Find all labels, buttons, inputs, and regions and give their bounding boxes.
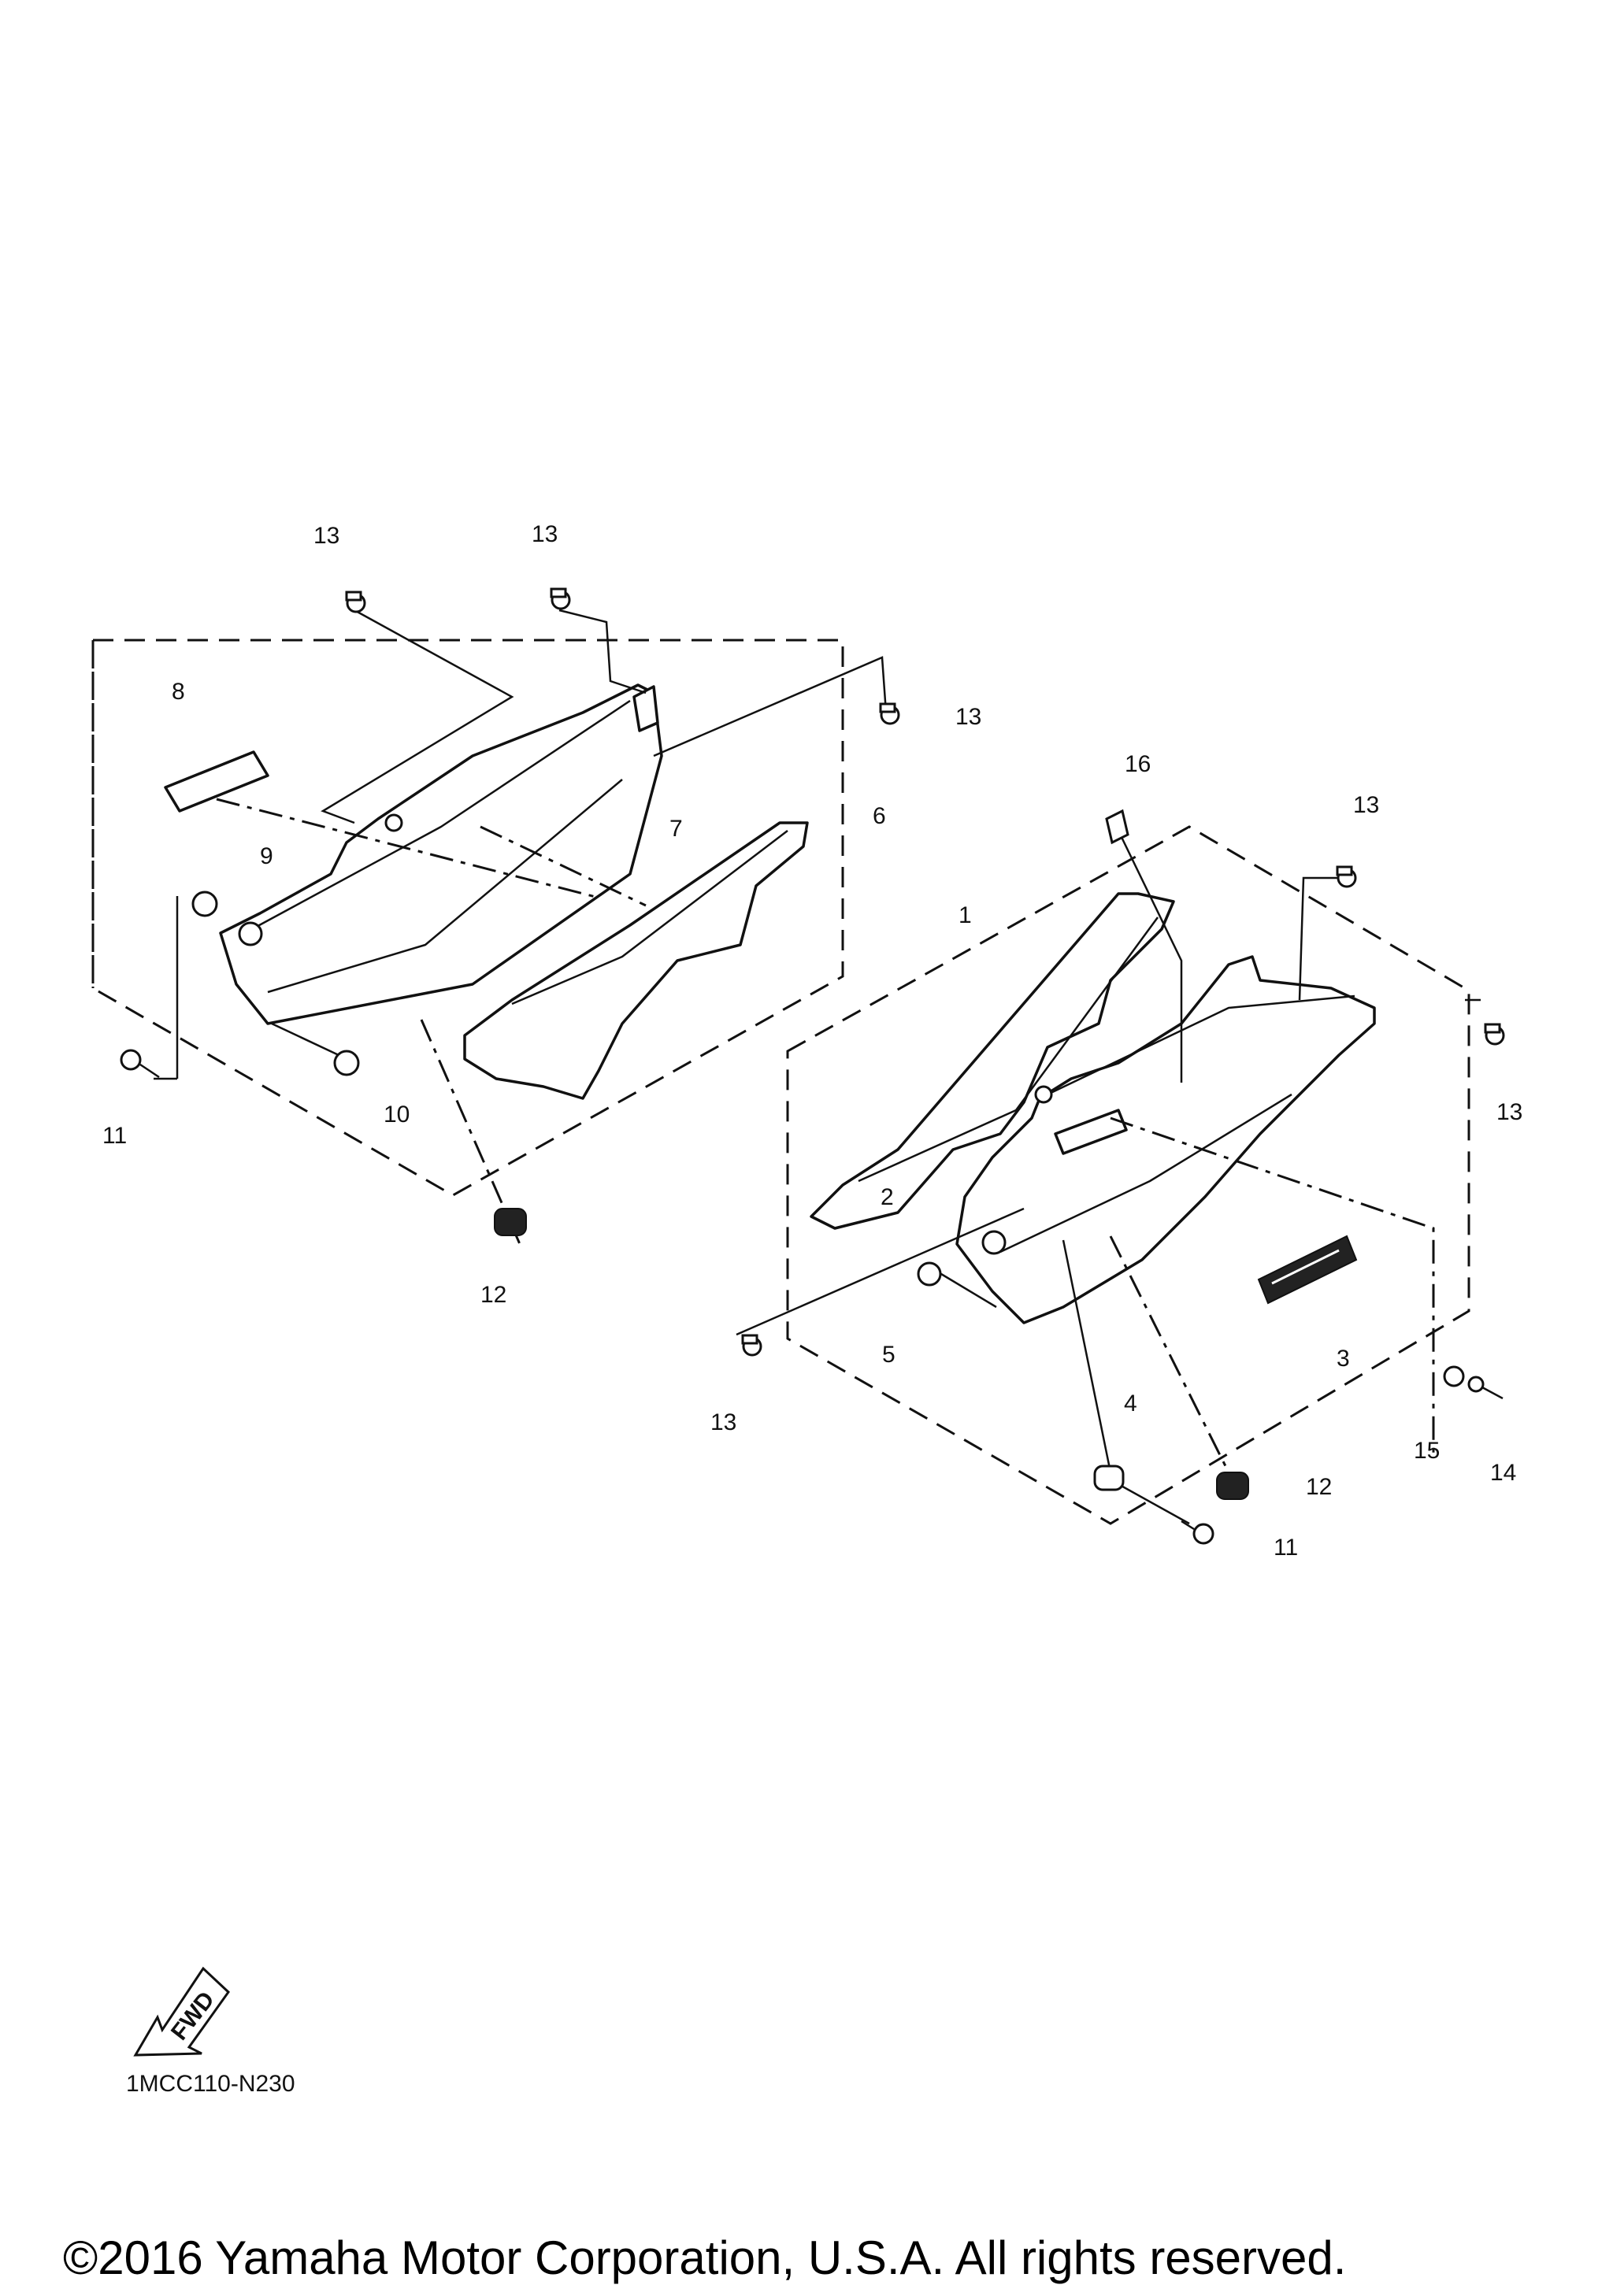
part-3-badge-highlight [1271,1249,1340,1285]
clip-13b-icon [550,587,571,610]
leader-13d [1298,876,1339,1001]
hardware [120,587,1505,1545]
callout-14: 14 [1490,1460,1516,1486]
clip-13e-icon [1484,1023,1505,1046]
part-2-upper-hole [1034,1085,1053,1104]
grommet-5-icon [917,1261,942,1287]
nut-16-icon [1105,809,1129,845]
part-6-upper-tab [632,685,659,732]
left-assembly-boundary [91,639,844,1197]
callout-13f: 13 [710,1409,736,1435]
part-8-emblem [164,750,269,813]
leader-8 [216,798,599,899]
fwd-arrow-icon: FWD [133,1966,230,2057]
leader-12a [420,1019,521,1245]
grommet-10-icon [333,1050,360,1076]
leader-3 [1110,1117,1435,1457]
callout-labels: 13 13 13 8 9 7 6 11 10 12 16 13 1 13 2 5… [102,521,1522,1561]
part-6-cover-edge-line [251,699,631,931]
clip-13f-icon [741,1334,762,1357]
callout-11a: 11 [102,1123,127,1149]
callout-6: 6 [873,803,886,829]
callout-12b: 12 [1306,1474,1332,1500]
part-1-inner-panel [810,892,1175,1230]
callout-11b: 11 [1274,1535,1298,1561]
screw-11a-icon [120,1049,160,1079]
grommet-9-icon [191,891,218,917]
callout-4: 4 [1124,1391,1137,1416]
part-6-mount-hole [238,921,263,946]
callout-13d: 13 [1353,792,1379,818]
leader-13f [736,1207,1025,1336]
part-3-badge [1257,1235,1358,1305]
part-2-cover-lower-line [999,1093,1292,1254]
callout-9: 9 [260,843,273,869]
part-6-cover-lower-line [267,779,623,994]
part-2-cover-upper-line [1047,994,1355,1096]
left-side-cover-assembly [91,639,844,1197]
damper-12a-icon [494,1208,527,1236]
callout-16: 16 [1125,751,1151,777]
callout-10: 10 [384,1102,410,1128]
callout-8: 8 [172,679,185,705]
leader-4 [1062,1239,1112,1473]
callout-5: 5 [882,1342,895,1368]
leader-10 [271,1022,339,1057]
damper-12b-icon [1216,1472,1249,1500]
callout-15: 15 [1414,1438,1440,1464]
callout-12a: 12 [480,1282,506,1308]
part-7-inner-edge [511,830,788,1005]
leader-13a [321,609,514,824]
callout-13e: 13 [1496,1099,1522,1125]
clip-13d-icon [1336,865,1357,888]
clip-13a-icon [345,591,366,613]
part-7-inner-panel [463,821,809,1100]
right-side-cover-assembly [786,825,1470,1525]
part-1-inner-edge [858,917,1159,1183]
part-2-right-side-cover [955,955,1376,1324]
leader-11b [1118,1483,1190,1525]
leader-12b [1109,1235,1230,1473]
leader-7-link [480,825,647,907]
callout-13a: 13 [313,523,339,549]
part-2-emblem-recess [1054,1109,1128,1155]
callout-13c: 13 [955,704,981,730]
part-2-mount-hole [981,1230,1007,1255]
callout-13b: 13 [532,521,558,547]
callout-7: 7 [669,816,683,842]
washer-15-icon [1443,1365,1465,1387]
leader-16 [1117,830,1183,1083]
leader-5 [936,1270,997,1309]
callout-1: 1 [959,902,972,928]
callout-2: 2 [881,1184,894,1210]
leader-lines [154,609,1481,1525]
callout-3: 3 [1337,1346,1350,1372]
screw-11b-icon [1181,1520,1214,1545]
leader-13b [558,609,647,694]
part-6-left-side-cover [219,683,663,1025]
leader-13c [653,656,888,757]
right-assembly-boundary [786,825,1470,1525]
diagram-code: 1MCC110-N230 [126,2071,295,2097]
damper-4-icon [1093,1465,1125,1491]
fwd-arrow-shape [133,1966,230,2057]
clip-13c-icon [879,702,900,725]
part-6-upper-tab-hole [384,813,403,832]
screw-14-icon [1467,1376,1504,1400]
copyright-notice: ©2016 Yamaha Motor Corporation, U.S.A. A… [63,2231,1346,2284]
